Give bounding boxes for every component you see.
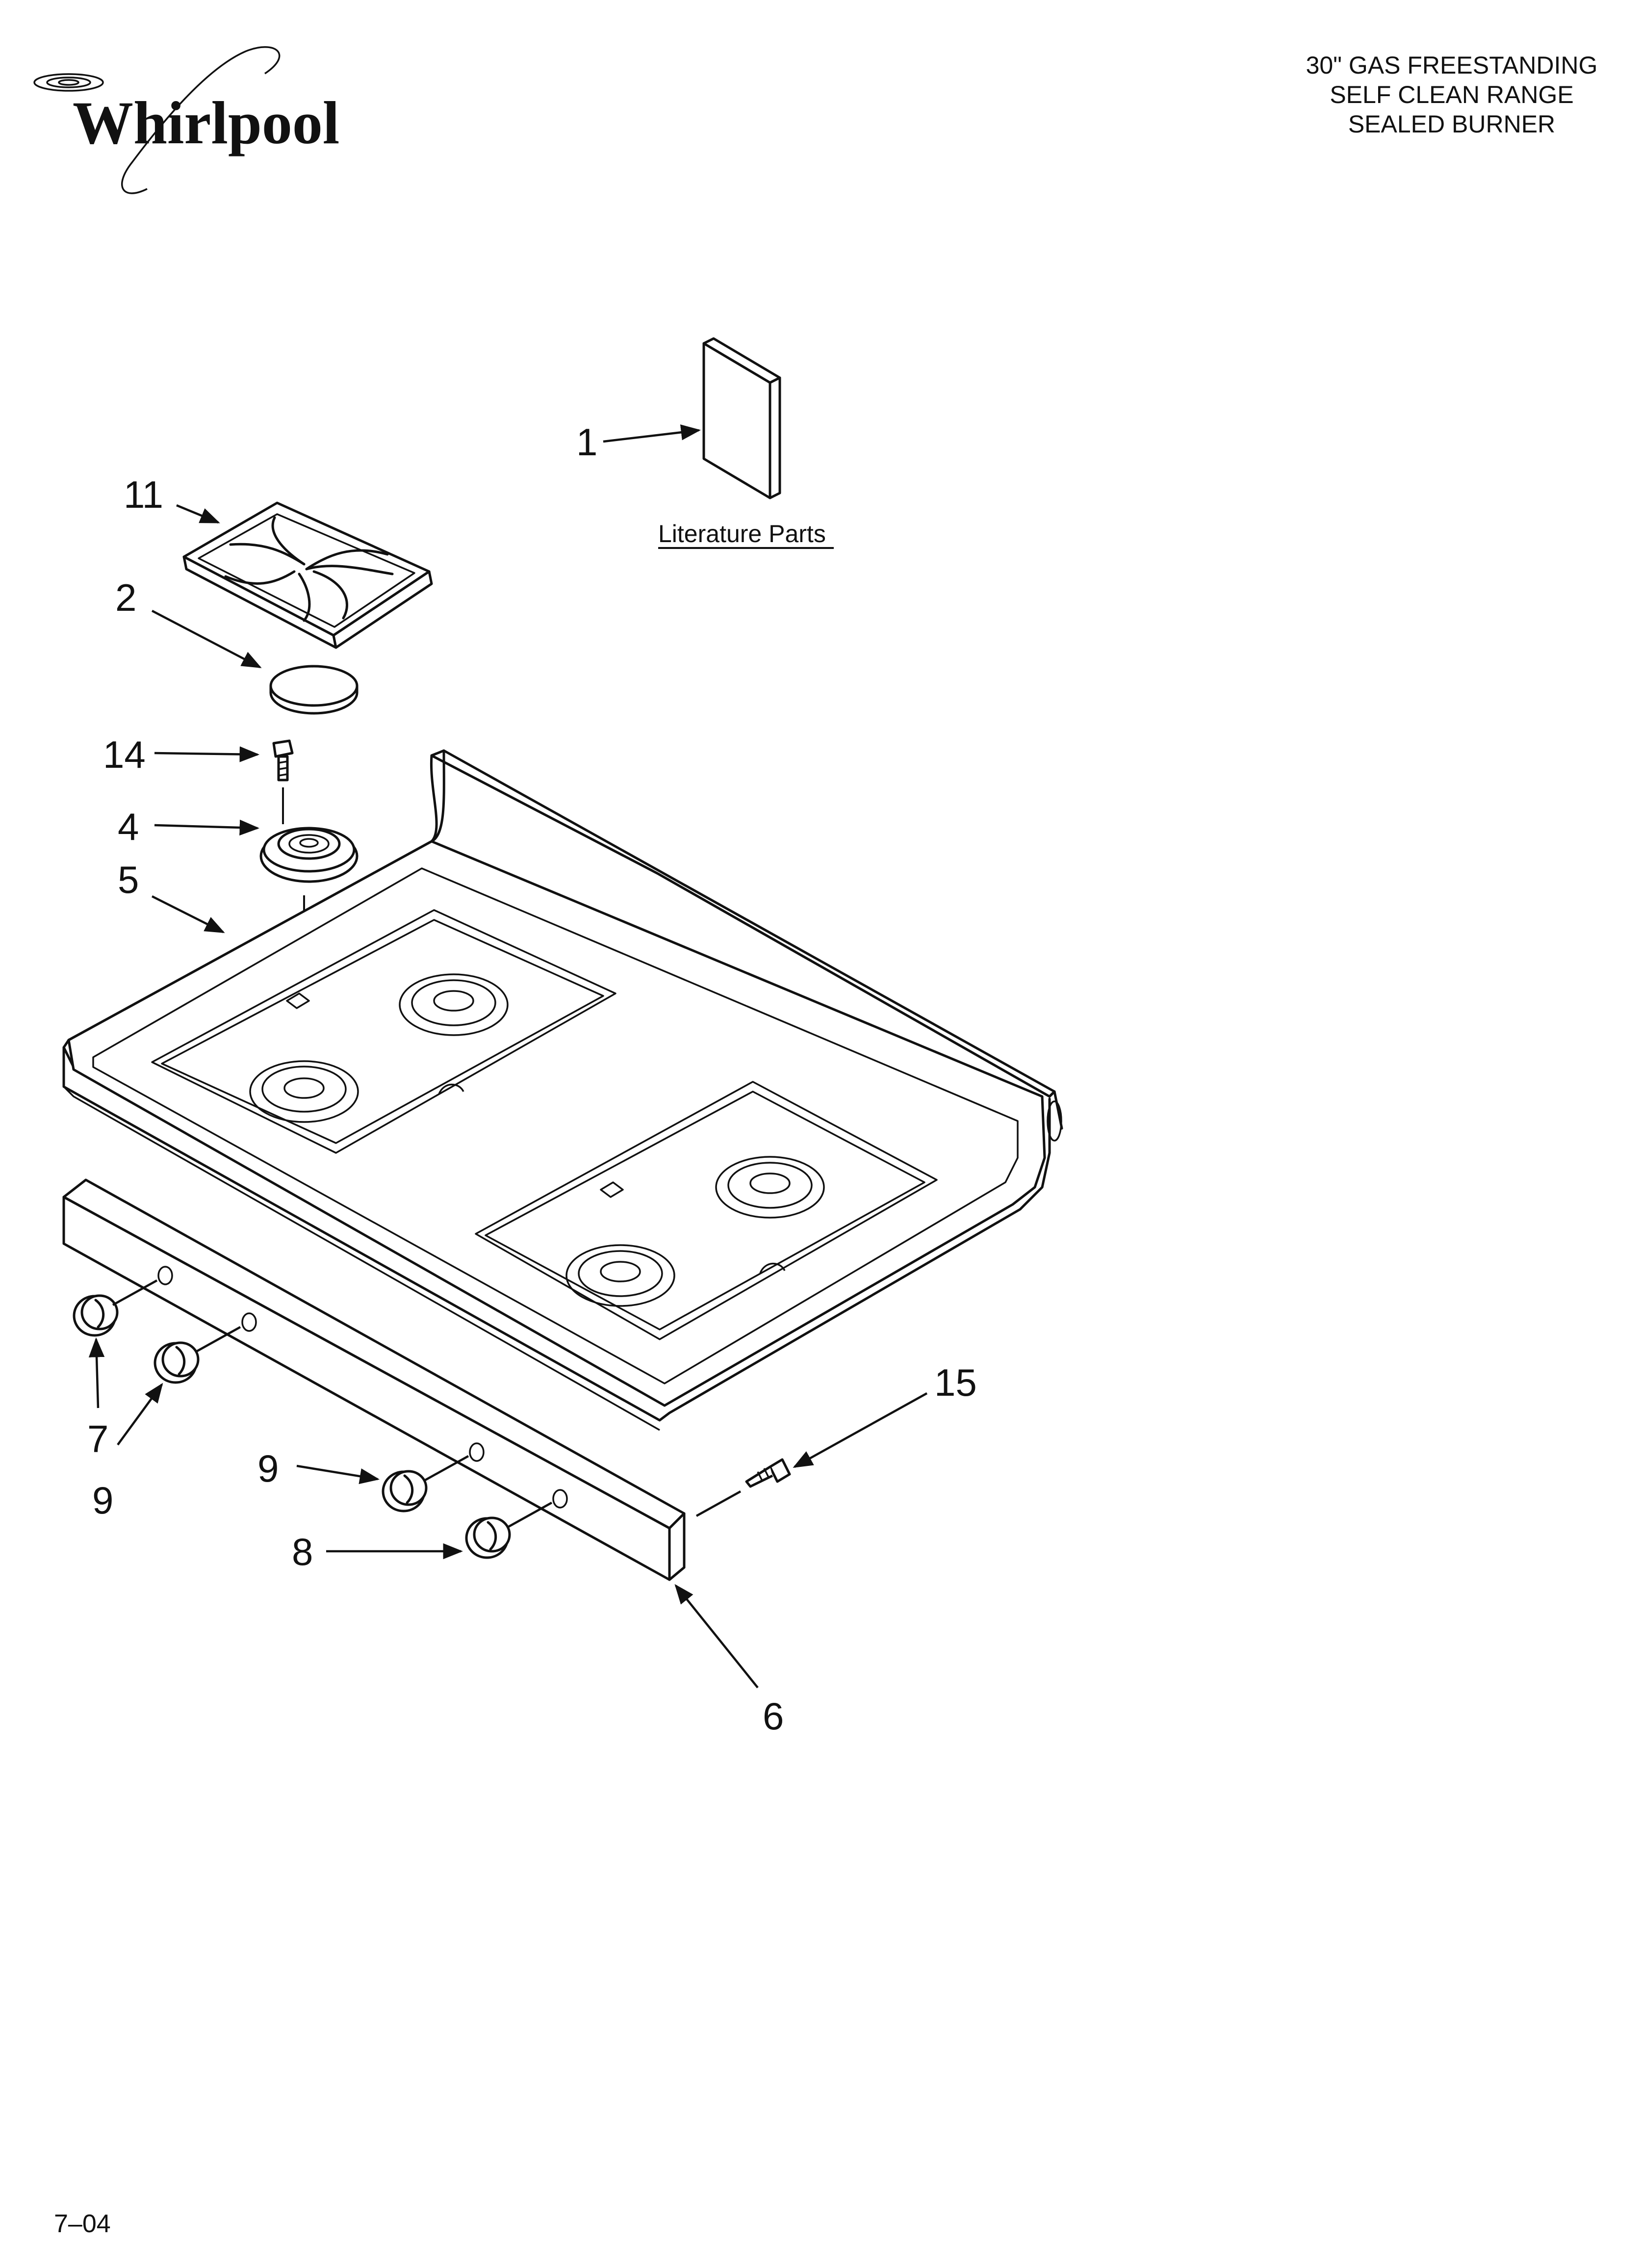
callout-14: 14 [103, 733, 146, 776]
callout-4: 4 [118, 805, 139, 848]
callout-11: 11 [124, 473, 163, 516]
callout-9-left: 9 [92, 1479, 113, 1522]
callout-1: 1 [576, 420, 597, 464]
title-line-3: SEALED BURNER [1348, 110, 1555, 138]
knob-8 [465, 1502, 553, 1559]
title-line-2: SELF CLEAN RANGE [1330, 81, 1573, 108]
screw-14 [272, 739, 294, 782]
callout-9-center: 9 [257, 1447, 279, 1490]
callout-6: 6 [763, 1694, 784, 1738]
knob-9-left [154, 1326, 241, 1384]
knob-7 [73, 1279, 158, 1337]
callout-8: 8 [292, 1530, 313, 1573]
whirlpool-logo: Whirlpool [33, 46, 339, 194]
burner-base [259, 827, 359, 883]
callout-2: 2 [115, 576, 136, 619]
callout-15: 15 [934, 1361, 977, 1404]
literature-parts-booklet [702, 337, 781, 499]
burner-grate [182, 501, 433, 649]
knob-9-center [382, 1455, 469, 1512]
callout-7: 7 [87, 1417, 108, 1460]
callout-5: 5 [118, 858, 139, 901]
burner-cap [269, 665, 359, 715]
screw-15 [745, 1458, 791, 1488]
page-code: 7–04 [54, 2210, 111, 2238]
literature-parts-label: Literature Parts [658, 520, 826, 547]
brand-wordmark: Whirlpool [73, 89, 339, 156]
control-panel-trim [62, 1178, 686, 1581]
cooktop [62, 749, 1063, 1431]
title-line-1: 30" GAS FREESTANDING [1306, 52, 1598, 79]
